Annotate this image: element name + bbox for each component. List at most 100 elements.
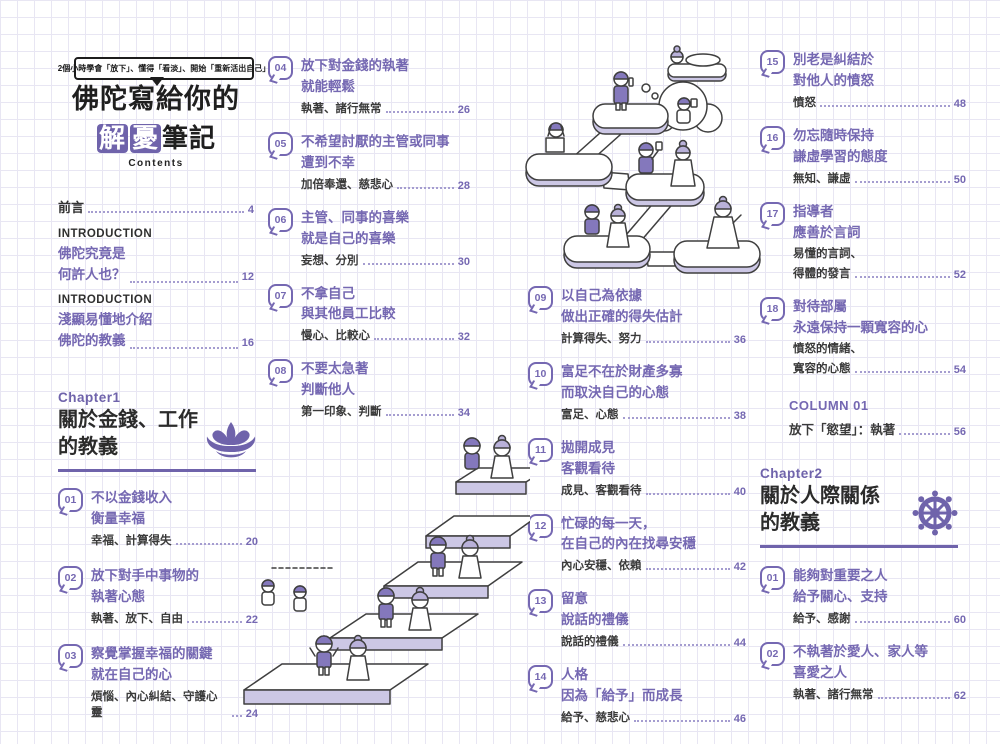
entry-page-number: 30	[457, 255, 470, 268]
dotted-leader	[854, 180, 950, 183]
entry-number: 05	[274, 137, 287, 150]
toc-entry: 05 不希望討厭的主管或同事 遭到不幸 加倍奉還、慈悲心 28	[268, 131, 470, 192]
entry-page-number: 60	[953, 613, 966, 626]
entry-number: 09	[534, 292, 547, 304]
entry-number-badge: 02	[58, 565, 83, 590]
entry-number: 10	[534, 367, 547, 380]
entry-page-number: 50	[953, 173, 966, 186]
entry-page-number: 38	[733, 409, 746, 422]
entry-keywords: 內心安穩、依賴	[561, 560, 642, 573]
entry-page-number: 40	[733, 485, 746, 498]
entry-keywords: 成見、客觀看待	[561, 484, 642, 497]
entry-number: 03	[64, 649, 77, 662]
entry-number: 18	[766, 302, 779, 315]
toc-entry: 08 不要太急著 判斷他人 第一印象、判斷 34	[268, 359, 470, 419]
entry-title: 能夠對重要之人 給予關心、支持	[793, 567, 888, 604]
entry-title: 放下對金錢的執著 就能輕鬆	[301, 58, 409, 94]
entry-keywords: 說話的禮儀	[561, 636, 619, 649]
entry-page-number: 28	[457, 179, 470, 192]
toc-entry: 11 拋開成見 客觀看待 成見、客觀看待 40	[528, 437, 746, 498]
dotted-leader	[634, 720, 730, 723]
introduction-label: INTRODUCTION	[58, 294, 153, 306]
toc-entry: 13 留意 說話的禮儀 說話的禮儀 44	[528, 589, 746, 649]
entry-title: 留意 說話的禮儀	[561, 591, 629, 628]
entry-title: 主管、同事的喜樂 就是自己的喜樂	[301, 209, 409, 246]
toc-entry: 07 不拿自己 與其他員工比較 慢心、比較心 32	[268, 283, 470, 344]
entry-number-badge: 15	[760, 50, 785, 74]
introduction-title: 何許人也？	[58, 266, 126, 282]
toc-entry: 01 能夠對重要之人 給予關心、支持 給予、感謝 60	[760, 565, 966, 626]
entry-keywords: 無知、謙虛	[793, 172, 851, 185]
entry-keywords: 執著、諸行無常	[793, 688, 874, 701]
entry-number: 15	[766, 56, 779, 68]
entry-page-number: 48	[953, 97, 966, 110]
dotted-leader	[175, 542, 242, 545]
entry-number: 14	[534, 671, 547, 684]
chapter2-entries: 01 能夠對重要之人 給予關心、支持 給予、感謝 60 02 不執著於愛人、家人…	[760, 565, 966, 702]
dotted-leader	[820, 104, 950, 107]
entry-title: 指導者 應善於言詞	[793, 203, 861, 240]
highlighted-char: 憂	[129, 123, 161, 154]
entry-page-number: 34	[457, 407, 470, 420]
entry-keywords: 煩惱、內心糾結、守護心靈	[91, 690, 218, 719]
entry-keywords: 得體的發言	[793, 267, 851, 280]
preface-row: 前言 4	[58, 197, 254, 216]
entry-number-badge: 01	[760, 565, 785, 590]
dotted-leader	[385, 110, 454, 113]
dotted-leader	[877, 696, 950, 699]
book-title-block: 佛陀寫給你的 解憂筆記 Contents	[52, 84, 260, 169]
chapter-rule	[760, 544, 958, 548]
toc-entry: 04 放下對金錢的執著 就能輕鬆 執著、諸行無常 26	[268, 56, 470, 116]
entry-keywords: 執著、放下、自由	[91, 612, 183, 625]
introduction-block-2: INTRODUCTION 淺顯易懂地介紹 佛陀的教義 16	[58, 294, 254, 352]
entry-title: 忙碌的每一天， 在自己的內在找尋安穩	[561, 515, 696, 552]
toc-entry: 02 放下對手中事物的 執著心態 執著、放下、自由 22	[58, 565, 258, 626]
entry-number-badge: 02	[760, 641, 785, 666]
intro-page-number: 16	[241, 336, 254, 349]
entry-keywords: 憤怒	[793, 96, 816, 109]
dotted-leader	[231, 714, 242, 717]
chapter2-label: Chapter2	[760, 465, 823, 481]
dotted-leader	[645, 340, 730, 343]
toc-entry: 01 不以金錢收入 衡量幸福 幸福、計算得失 20	[58, 488, 258, 548]
dotted-leader	[129, 280, 238, 283]
preface-page-number: 4	[247, 204, 254, 216]
column-box: COLUMN 01 放下「慾望」：執著 56	[789, 398, 966, 438]
introduction-title: 淺顯易懂地介紹	[58, 312, 153, 327]
entry-page-number: 26	[457, 103, 470, 116]
entry-page-number: 32	[457, 331, 470, 344]
contents-label: Contents	[128, 158, 184, 170]
entry-page-number: 24	[245, 707, 258, 720]
entry-number-badge: 06	[268, 207, 293, 232]
toc-entry: 15 別老是糾結於 對他人的憤怒 憤怒 48	[760, 50, 966, 110]
entry-number: 06	[274, 213, 287, 226]
dotted-leader	[899, 432, 950, 435]
dotted-leader	[362, 262, 454, 265]
introduction-title: 佛陀的教義	[58, 332, 126, 348]
dotted-leader	[645, 492, 730, 495]
entry-page-number: 46	[733, 713, 746, 726]
entry-number: 07	[274, 289, 287, 302]
entry-keywords: 妄想、分別	[301, 254, 359, 267]
column-box-text: 放下「慾望」：執著	[789, 422, 896, 437]
entry-page-number: 36	[733, 333, 746, 346]
entry-number-badge: 04	[268, 56, 293, 80]
dotted-leader	[129, 346, 238, 349]
toc-column-4: 15 別老是糾結於 對他人的憤怒 憤怒 48 16 勿忘隨時保持 謙虛學習的態度	[760, 50, 966, 702]
entry-number: 04	[274, 62, 287, 74]
stairs-illustration	[238, 390, 530, 720]
toc-entry: 09 以自己為依據 做出正確的得失估計 計算得失、努力 36	[528, 286, 746, 346]
entry-title: 放下對手中事物的 執著心態	[91, 567, 199, 604]
entry-number-badge: 10	[528, 361, 553, 386]
dharma-wheel-icon	[912, 490, 958, 536]
tagline-banner: 2個小時學會「放下」、懂得「看淡」、開始「重新活出自己」	[58, 57, 270, 80]
entry-title: 不要太急著 判斷他人	[301, 361, 369, 398]
dotted-leader	[854, 620, 950, 623]
dotted-leader	[88, 211, 244, 213]
entry-keywords: 執著、諸行無常	[301, 102, 382, 115]
toc-entry: 17 指導者 應善於言詞 易懂的言詞、 得體的發言 52	[760, 201, 966, 281]
clouds-illustration	[518, 26, 768, 288]
entry-keywords: 給予、慈悲心	[561, 712, 630, 725]
toc-column-1: 01 不以金錢收入 衡量幸福 幸福、計算得失 20 02 放下對手中事物的 執著…	[58, 488, 258, 720]
